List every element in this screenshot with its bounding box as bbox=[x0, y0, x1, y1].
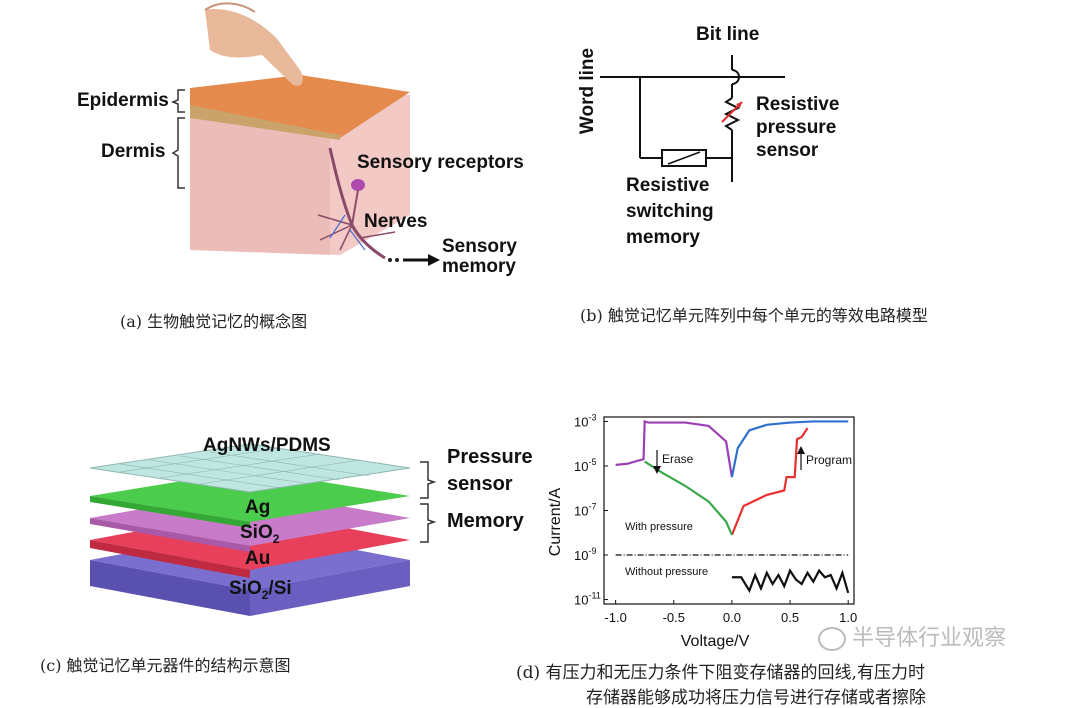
with-pressure-annotation: With pressure bbox=[625, 521, 693, 533]
ag-label: Ag bbox=[245, 497, 271, 518]
circuit-diagram bbox=[600, 55, 785, 182]
program-annotation: Program bbox=[806, 453, 852, 467]
switch-label-1: Resistive bbox=[626, 175, 710, 196]
x-tick-label: 0.0 bbox=[723, 610, 741, 625]
sensory-memory-label-2: memory bbox=[442, 256, 516, 277]
caption-b: (b) 触觉记忆单元阵列中每个单元的等效电路模型 bbox=[580, 306, 928, 325]
pressure-sensor-label-1: Pressure bbox=[447, 446, 533, 468]
layer-stack bbox=[89, 443, 437, 616]
y-tick-label: 10-11 bbox=[574, 591, 601, 608]
agnws-label: AgNWs/PDMS bbox=[203, 435, 331, 456]
switch-label-3: memory bbox=[626, 227, 700, 248]
x-tick-label: 0.5 bbox=[781, 610, 799, 625]
sensor-label-2: pressure bbox=[756, 117, 837, 138]
series-line-1 bbox=[730, 420, 849, 478]
sensory-receptors-label: Sensory receptors bbox=[357, 152, 524, 173]
sensor-label-3: sensor bbox=[756, 140, 819, 161]
erase-arrowhead bbox=[653, 466, 661, 474]
panel-a: Epidermis Dermis Sensory receptors Nerve… bbox=[0, 0, 560, 300]
word-line-label: Word line bbox=[577, 47, 599, 135]
plot-frame bbox=[603, 416, 855, 605]
erase-annotation: Erase bbox=[662, 452, 694, 466]
series-line-2 bbox=[730, 427, 809, 536]
caption-d-line2: 存储器能够成功将压力信号进行存储或者擦除 bbox=[586, 688, 926, 708]
sio2-si-label: SiO2/Si bbox=[229, 578, 292, 602]
bit-line-label: Bit line bbox=[696, 24, 760, 45]
series-line-5 bbox=[731, 568, 850, 594]
sensory-memory-label-1: Sensory bbox=[442, 236, 517, 257]
switch-label-2: switching bbox=[626, 201, 714, 222]
dermis-label: Dermis bbox=[101, 141, 166, 162]
wechat-icon bbox=[818, 627, 846, 651]
x-tick-label: 1.0 bbox=[839, 610, 857, 625]
au-label: Au bbox=[245, 548, 271, 569]
epidermis-label: Epidermis bbox=[77, 90, 169, 111]
series-line-0 bbox=[615, 419, 733, 478]
caption-c: (c) 触觉记忆单元器件的结构示意图 bbox=[40, 656, 291, 675]
watermark: 半导体行业观察 bbox=[818, 620, 1006, 652]
y-tick-label: 10-3 bbox=[574, 412, 596, 429]
pressure-sensor-label-2: sensor bbox=[447, 473, 513, 495]
sensor-label-1: Resistive bbox=[756, 94, 840, 115]
x-tick-label: -0.5 bbox=[663, 610, 685, 625]
x-tick-label: -1.0 bbox=[604, 610, 626, 625]
without-pressure-annotation: Without pressure bbox=[625, 566, 708, 578]
memory-label: Memory bbox=[447, 510, 524, 532]
nerves-label: Nerves bbox=[364, 211, 428, 232]
y-tick-label: 10-5 bbox=[574, 457, 596, 474]
y-tick-label: 10-9 bbox=[574, 546, 596, 563]
skin-illustration bbox=[170, 2, 440, 266]
x-axis-label: Voltage/V bbox=[681, 633, 750, 650]
caption-d-line1: (d) 有压力和无压力条件下阻变存储器的回线,有压力时 bbox=[516, 663, 925, 683]
series-line-3 bbox=[644, 460, 733, 536]
program-arrowhead bbox=[797, 446, 805, 454]
sio2-label: SiO2 bbox=[240, 522, 280, 546]
iv-chart: Current/A Voltage/V -1.0 -0.5 0.0 0.5 1.0 10-… bbox=[547, 412, 857, 650]
y-axis-label: Current/A bbox=[547, 487, 564, 556]
caption-a: (a) 生物触觉记忆的概念图 bbox=[120, 312, 308, 331]
y-tick-label: 10-7 bbox=[574, 502, 596, 519]
